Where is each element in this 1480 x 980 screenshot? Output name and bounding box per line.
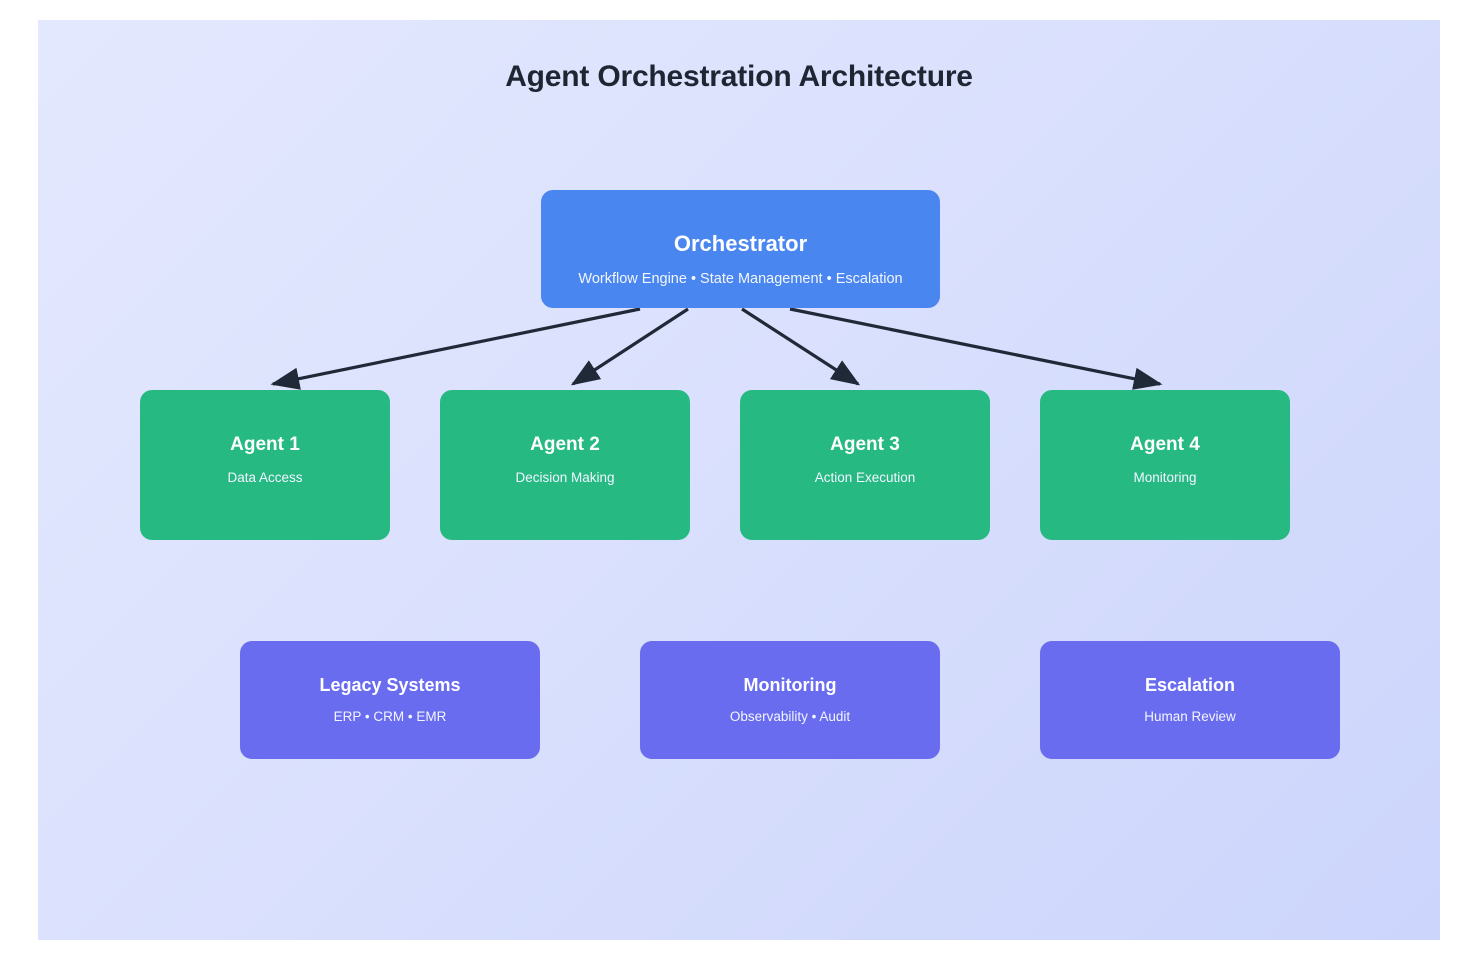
node-escalation-subtitle: Human Review	[1144, 709, 1236, 724]
node-agent-2-subtitle: Decision Making	[515, 470, 615, 485]
node-escalation-title: Escalation	[1144, 675, 1236, 695]
connector-orchestrator-agent-1	[270, 307, 641, 390]
connector-orchestrator-agent-4	[789, 307, 1163, 390]
node-monitoring-subtitle: Observability • Audit	[729, 709, 851, 724]
node-monitoring[interactable]: Monitoring Observability • Audit	[640, 641, 940, 759]
node-escalation[interactable]: Escalation Human Review	[1040, 641, 1340, 759]
node-agent-4[interactable]: Agent 4 Monitoring	[1040, 390, 1290, 540]
node-agent-1-subtitle: Data Access	[227, 470, 303, 485]
node-agent-3-title: Agent 3	[830, 434, 900, 455]
node-agent-3[interactable]: Agent 3 Action Execution	[740, 390, 990, 540]
node-orchestrator[interactable]: Orchestrator Workflow Engine • State Man…	[541, 190, 940, 308]
node-agent-2-title: Agent 2	[530, 434, 600, 455]
node-monitoring-title: Monitoring	[743, 675, 837, 695]
node-agent-2[interactable]: Agent 2 Decision Making	[440, 390, 690, 540]
node-legacy-systems-subtitle: ERP • CRM • EMR	[333, 709, 447, 724]
node-legacy-systems-title: Legacy Systems	[319, 675, 461, 695]
node-agent-3-subtitle: Action Execution	[814, 470, 916, 485]
node-agent-4-subtitle: Monitoring	[1133, 470, 1197, 485]
diagram-canvas: Agent Orchestration Architecture Orchest…	[38, 20, 1440, 940]
node-orchestrator-title: Orchestrator	[673, 231, 808, 256]
connector-orchestrator-agent-3	[741, 307, 861, 386]
connector-orchestrator-agent-2	[570, 307, 689, 386]
node-agent-1-title: Agent 1	[230, 434, 300, 455]
diagram-title: Agent Orchestration Architecture	[505, 60, 973, 93]
node-agent-4-title: Agent 4	[1130, 434, 1200, 455]
node-orchestrator-subtitle: Workflow Engine • State Management • Esc…	[578, 271, 903, 287]
node-legacy-systems[interactable]: Legacy Systems ERP • CRM • EMR	[240, 641, 540, 759]
node-agent-1[interactable]: Agent 1 Data Access	[140, 390, 390, 540]
